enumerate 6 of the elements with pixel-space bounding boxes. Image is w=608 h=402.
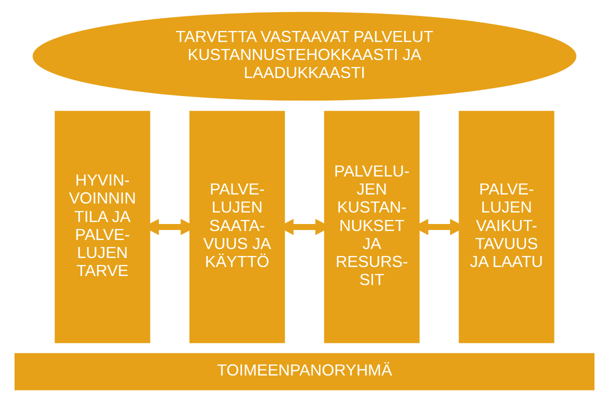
- node-box: HYVIN- VOINNIN TILA JA PALVE- LUJEN TARVE: [54, 110, 150, 344]
- node-box: TOIMEENPANORYHMÄ: [14, 353, 594, 390]
- node-ellipse: TARVETTA VASTAAVAT PALVELUT KUSTANNUSTEHOKKAASTI JA LAADUKKAASTI: [32, 12, 576, 101]
- node-box: PALVE- LUJEN VAIKUT- TAVUUS JA LAATU: [458, 110, 554, 344]
- node-box: PALVE- LUJEN SAATA- VUUS JA KÄYTTÖ: [188, 110, 284, 344]
- node-box: PALVELU- JEN KUSTAN- NUKSET JA RESURS- SIT: [324, 110, 420, 344]
